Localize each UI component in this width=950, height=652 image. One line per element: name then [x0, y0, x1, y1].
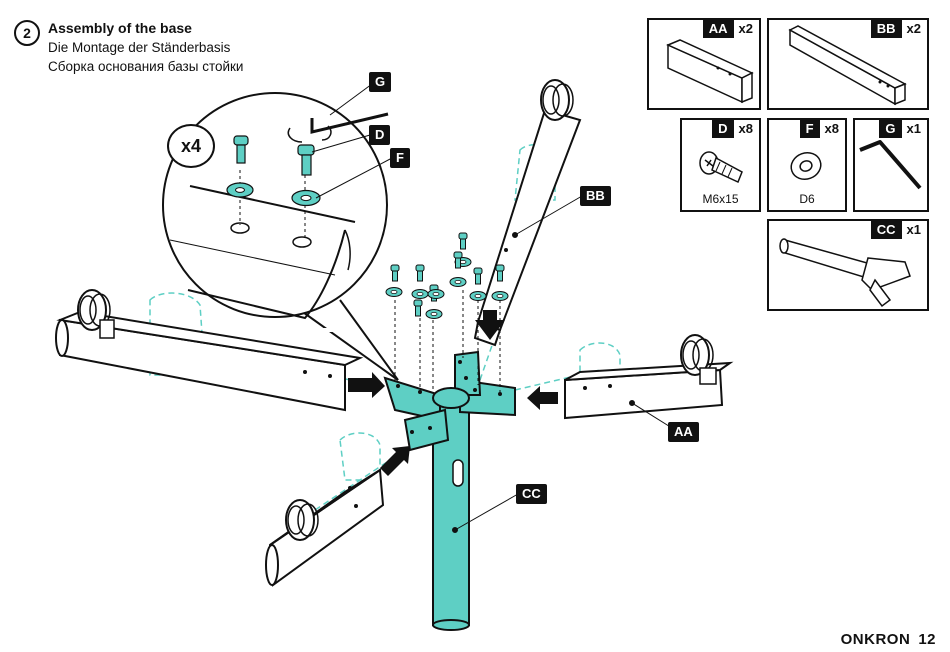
- part-qty: x2: [902, 20, 927, 38]
- leader-lines: [453, 196, 673, 533]
- part-caption: M6x15: [682, 192, 759, 206]
- zoom-multiplier: x4: [167, 124, 215, 168]
- page-number: 12: [918, 631, 936, 648]
- part-code: G: [879, 120, 901, 138]
- callout-g: G: [369, 72, 391, 92]
- part-caption: D6: [769, 192, 845, 206]
- part-qty: x1: [902, 120, 927, 138]
- center-column: [385, 352, 515, 630]
- callout-cc: CC: [516, 484, 547, 504]
- part-qty: x8: [734, 120, 759, 138]
- part-qty: x8: [820, 120, 845, 138]
- callout-bb: BB: [580, 186, 611, 206]
- part-qty: x1: [902, 221, 927, 239]
- part-code: D: [712, 120, 733, 138]
- leg-right: [565, 335, 730, 418]
- part-code: CC: [871, 221, 902, 239]
- part-code: BB: [871, 20, 902, 38]
- part-qty: x2: [734, 20, 759, 38]
- callout-f: F: [390, 148, 410, 168]
- part-code: AA: [703, 20, 734, 38]
- leg-front: [266, 470, 383, 585]
- brand-footer: ONKRON 12: [833, 631, 936, 648]
- callout-d: D: [369, 125, 390, 145]
- callout-aa: AA: [668, 422, 699, 442]
- part-code: F: [800, 120, 820, 138]
- leg-back: [475, 80, 580, 345]
- brand-name: ONKRON: [841, 631, 911, 648]
